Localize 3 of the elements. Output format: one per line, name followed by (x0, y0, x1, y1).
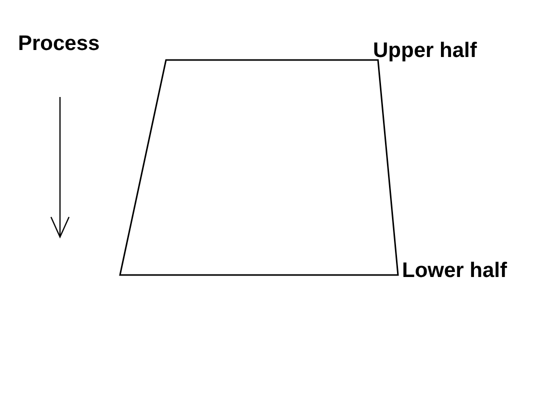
part-label: Upper half (373, 40, 477, 61)
process-label: Process (18, 33, 100, 54)
part-label: Lower half (402, 260, 508, 281)
